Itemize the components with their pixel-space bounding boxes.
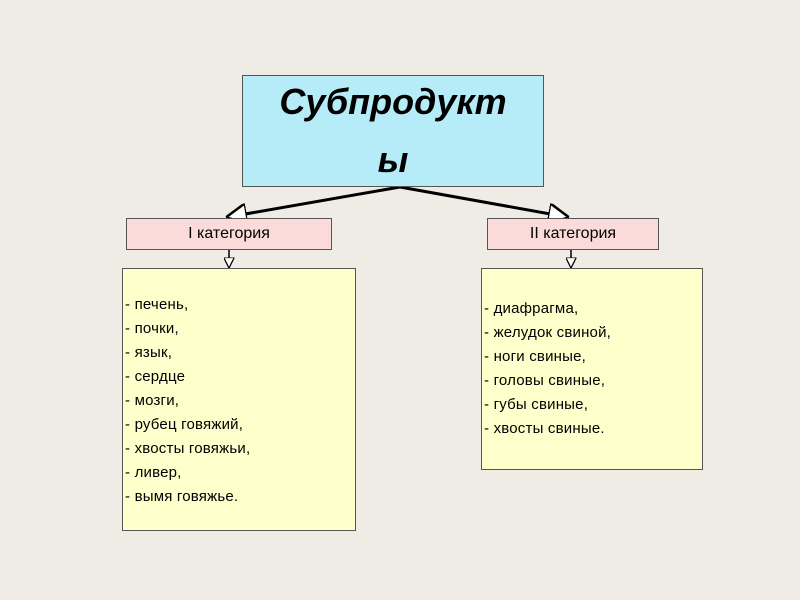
list-item: - диафрагма, [484, 300, 579, 317]
list-item: - сердце [125, 368, 186, 385]
category-2-list: - диафрагма, - желудок свиной, - ноги св… [484, 297, 702, 441]
list-item: - хвосты свиные. [484, 420, 605, 437]
category-1-list: - печень, - почки, - язык, - сердце - мо… [125, 293, 355, 509]
list-item: - вымя говяжье. [125, 488, 239, 505]
list-item: - почки, [125, 320, 179, 337]
category-2-list-box: - диафрагма, - желудок свиной, - ноги св… [481, 268, 703, 470]
list-item: - хвосты говяжьи, [125, 440, 251, 457]
list-item: - желудок свиной, [484, 324, 612, 341]
category-2-label: II категория [529, 225, 617, 242]
category-1-list-box: - печень, - почки, - язык, - сердце - мо… [122, 268, 356, 531]
title-box: Субпродукты [242, 75, 544, 187]
list-item: - ноги свиные, [484, 348, 587, 365]
arrow-title-to-category-1 [228, 185, 401, 217]
list-item: - мозги, [125, 392, 180, 409]
category-1-box: I категория [126, 218, 332, 250]
arrow-title-to-category-2 [399, 185, 567, 217]
list-item: - рубец говяжий, [125, 416, 244, 433]
category-2-box: II категория [487, 218, 659, 250]
diagram-title: Субпродукты [279, 81, 507, 180]
category-1-label: I категория [188, 225, 270, 242]
list-item: - ливер, [125, 464, 182, 481]
list-item: - головы свиные, [484, 372, 606, 389]
list-item: - печень, [125, 296, 189, 313]
list-item: - язык, [125, 344, 173, 361]
list-item: - губы свиные, [484, 396, 589, 413]
